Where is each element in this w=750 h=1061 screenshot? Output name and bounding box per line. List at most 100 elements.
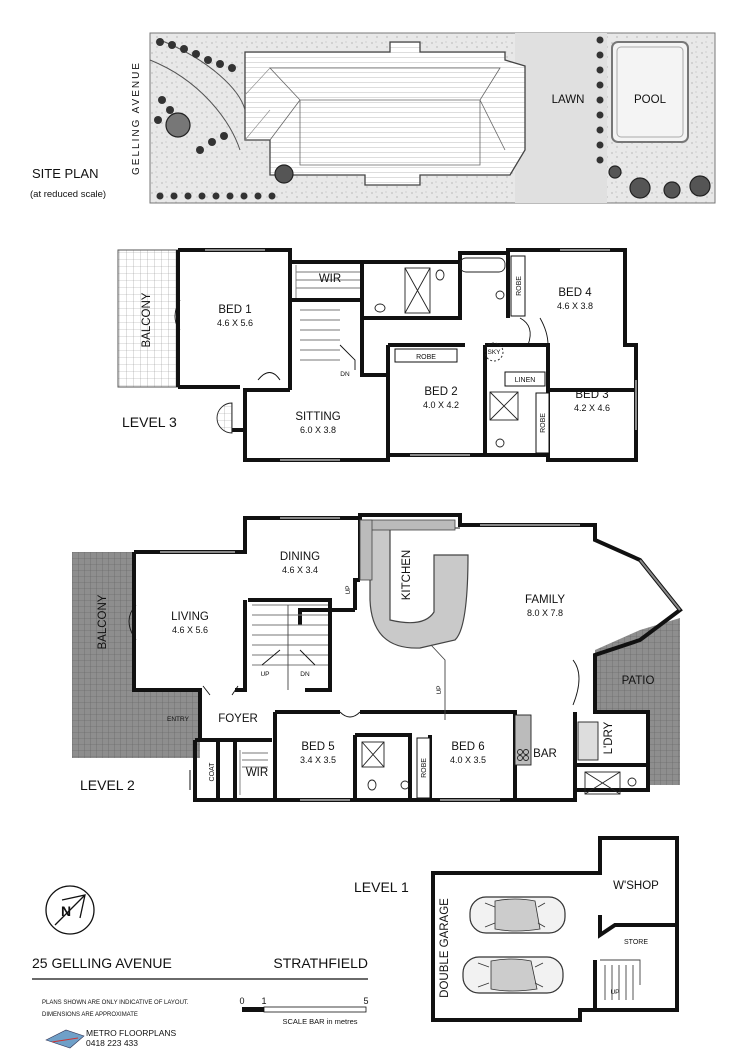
l3-room-bed3-robe: ROBE	[540, 413, 547, 433]
l3-room-bed2-robe: ROBE	[416, 354, 436, 361]
company-phone: 0418 223 433	[86, 1038, 138, 1048]
l2-windows	[160, 517, 681, 801]
l3-room-bed1: BED 1	[218, 304, 251, 316]
l2-room-bed6: BED 6	[451, 741, 484, 753]
site-plan-subtitle: (at reduced scale)	[30, 189, 106, 200]
l2-room-entry: ENTRY	[167, 716, 190, 723]
l2-room-living: LIVING	[171, 611, 209, 623]
site-plan-title: SITE PLAN	[32, 166, 98, 181]
footer-disclaimer-2: DIMENSIONS ARE APPROXIMATE	[42, 1012, 138, 1018]
l3-room-bed4-size: 4.6 X 3.8	[557, 301, 593, 311]
l2-room-bed6-robe: ROBE	[421, 758, 428, 778]
l2-room-family-size: 8.0 X 7.8	[527, 608, 563, 618]
l2-room-coat: COAT	[209, 762, 216, 782]
l3-room-linen: LINEN	[515, 377, 536, 384]
lawn-area	[515, 33, 607, 203]
footer-address: 25 GELLING AVENUE	[32, 955, 172, 971]
l3-room-sitting: SITTING	[295, 411, 340, 423]
l1-room-double-garage: DOUBLE GARAGE	[439, 898, 451, 998]
l1-stairs	[600, 959, 641, 1000]
l2-stair-up-dining: UP	[345, 585, 352, 594]
l3-bed4-robe	[510, 255, 526, 317]
l2-room-dining-size: 4.6 X 3.4	[282, 565, 318, 575]
scale-tick-1: 1	[261, 996, 266, 1006]
company-name: METRO FLOORPLANS	[86, 1028, 177, 1038]
l2-room-living-size: 4.6 X 5.6	[172, 625, 208, 635]
pool-inner	[616, 46, 684, 138]
roof-ridges	[269, 67, 506, 166]
l2-stair-dn: DN	[300, 671, 310, 678]
l2-room-patio: PATIO	[622, 675, 655, 687]
l2-room-bed5-size: 3.4 X 3.5	[300, 755, 336, 765]
l2-room-foyer: FOYER	[218, 713, 258, 725]
compass-circle-icon	[45, 885, 95, 935]
l2-stair-up-family: UP	[436, 685, 443, 694]
l3-skylight: SKY	[487, 349, 501, 356]
l3-room-bed3: BED 3	[575, 389, 608, 401]
site-pool-label: POOL	[634, 94, 667, 106]
l1-walls	[431, 836, 679, 1022]
level-3-title: LEVEL 3	[122, 414, 177, 430]
scale-bar-label: SCALE BAR in metres	[282, 1017, 357, 1026]
l2-balcony-floor	[72, 552, 134, 690]
l2-room-bar: BAR	[533, 748, 557, 760]
l2-kitchen-bench	[359, 519, 456, 531]
garage-cars	[462, 896, 566, 994]
l1-room-workshop: W'SHOP	[613, 880, 659, 892]
l3-linen	[504, 371, 546, 387]
level-1-plan: W'SHOP DOUBLE GARAGE STORE UP LEVEL 1	[354, 836, 679, 1022]
scale-tick-5: 5	[363, 996, 368, 1006]
l2-room-dining: DINING	[280, 551, 320, 563]
l1-stair-up: UP	[610, 989, 619, 996]
l2-room-kitchen: KITCHEN	[401, 550, 413, 600]
house-roof	[244, 41, 526, 186]
l3-fixtures	[174, 257, 549, 448]
l3-balcony-floor	[117, 249, 179, 388]
l2-room-laundry: L'DRY	[603, 721, 615, 754]
l2-room-balcony: BALCONY	[97, 594, 109, 649]
site-street-label: GELLING AVENUE	[131, 61, 142, 175]
l2-entry-deck	[72, 690, 200, 758]
l3-bed2-robe	[394, 348, 458, 363]
l2-room-bed5: BED 5	[301, 741, 334, 753]
l2-room-family: FAMILY	[525, 594, 565, 606]
l2-patio-floor	[595, 618, 680, 785]
l3-room-bed2-size: 4.0 X 4.2	[423, 400, 459, 410]
l2-bed6-robe	[416, 737, 431, 799]
l3-room-bed1-size: 4.6 X 5.6	[217, 318, 253, 328]
l3-room-bed4: BED 4	[558, 287, 592, 299]
footer: N 25 GELLING AVENUE STRATHFIELD PLANS SH…	[32, 885, 369, 1049]
pool-shape	[611, 41, 689, 143]
scale-tick-0: 0	[239, 996, 244, 1006]
garden-trees	[154, 36, 604, 200]
l3-room-balcony: BALCONY	[141, 292, 153, 347]
compass-north-label: N	[61, 903, 71, 919]
l3-room-bed3-size: 4.2 X 4.6	[574, 403, 610, 413]
l2-fixtures	[128, 604, 637, 795]
level-3-plan: BALCONY BED 1 4.6 X 5.6 WIR SITTING 6.0 …	[117, 248, 638, 462]
scale-bar	[242, 1006, 367, 1013]
l2-room-bed6-size: 4.0 X 3.5	[450, 755, 486, 765]
l3-room-sitting-size: 6.0 X 3.8	[300, 425, 336, 435]
l3-room-bed4-robe: ROBE	[516, 276, 523, 296]
l3-windows	[205, 249, 637, 461]
north-arrow-icon	[54, 894, 86, 926]
l3-room-bed2: BED 2	[424, 386, 457, 398]
level-2-title: LEVEL 2	[80, 777, 135, 793]
level-1-title: LEVEL 1	[354, 879, 409, 895]
level-2-plan: BALCONY DINING 4.6 X 3.4 LIVING 4.6 X 5.…	[72, 513, 683, 802]
compass: N	[45, 885, 95, 935]
l2-kitchen-bench-side	[359, 519, 373, 581]
footer-disclaimer-1: PLANS SHOWN ARE ONLY INDICATIVE OF LAYOU…	[42, 1000, 189, 1006]
l3-stair-dn: DN	[340, 371, 350, 378]
l3-room-wir: WIR	[319, 273, 341, 285]
l2-kitchen-island	[369, 527, 469, 649]
large-trees	[165, 112, 711, 199]
l2-stair-up: UP	[260, 671, 269, 678]
footer-suburb: STRATHFIELD	[273, 955, 368, 971]
l2-room-wir: WIR	[246, 767, 268, 779]
site-lawn-label: LAWN	[552, 94, 585, 106]
l3-bed3-robe	[535, 392, 550, 454]
l1-room-store: STORE	[624, 939, 648, 946]
